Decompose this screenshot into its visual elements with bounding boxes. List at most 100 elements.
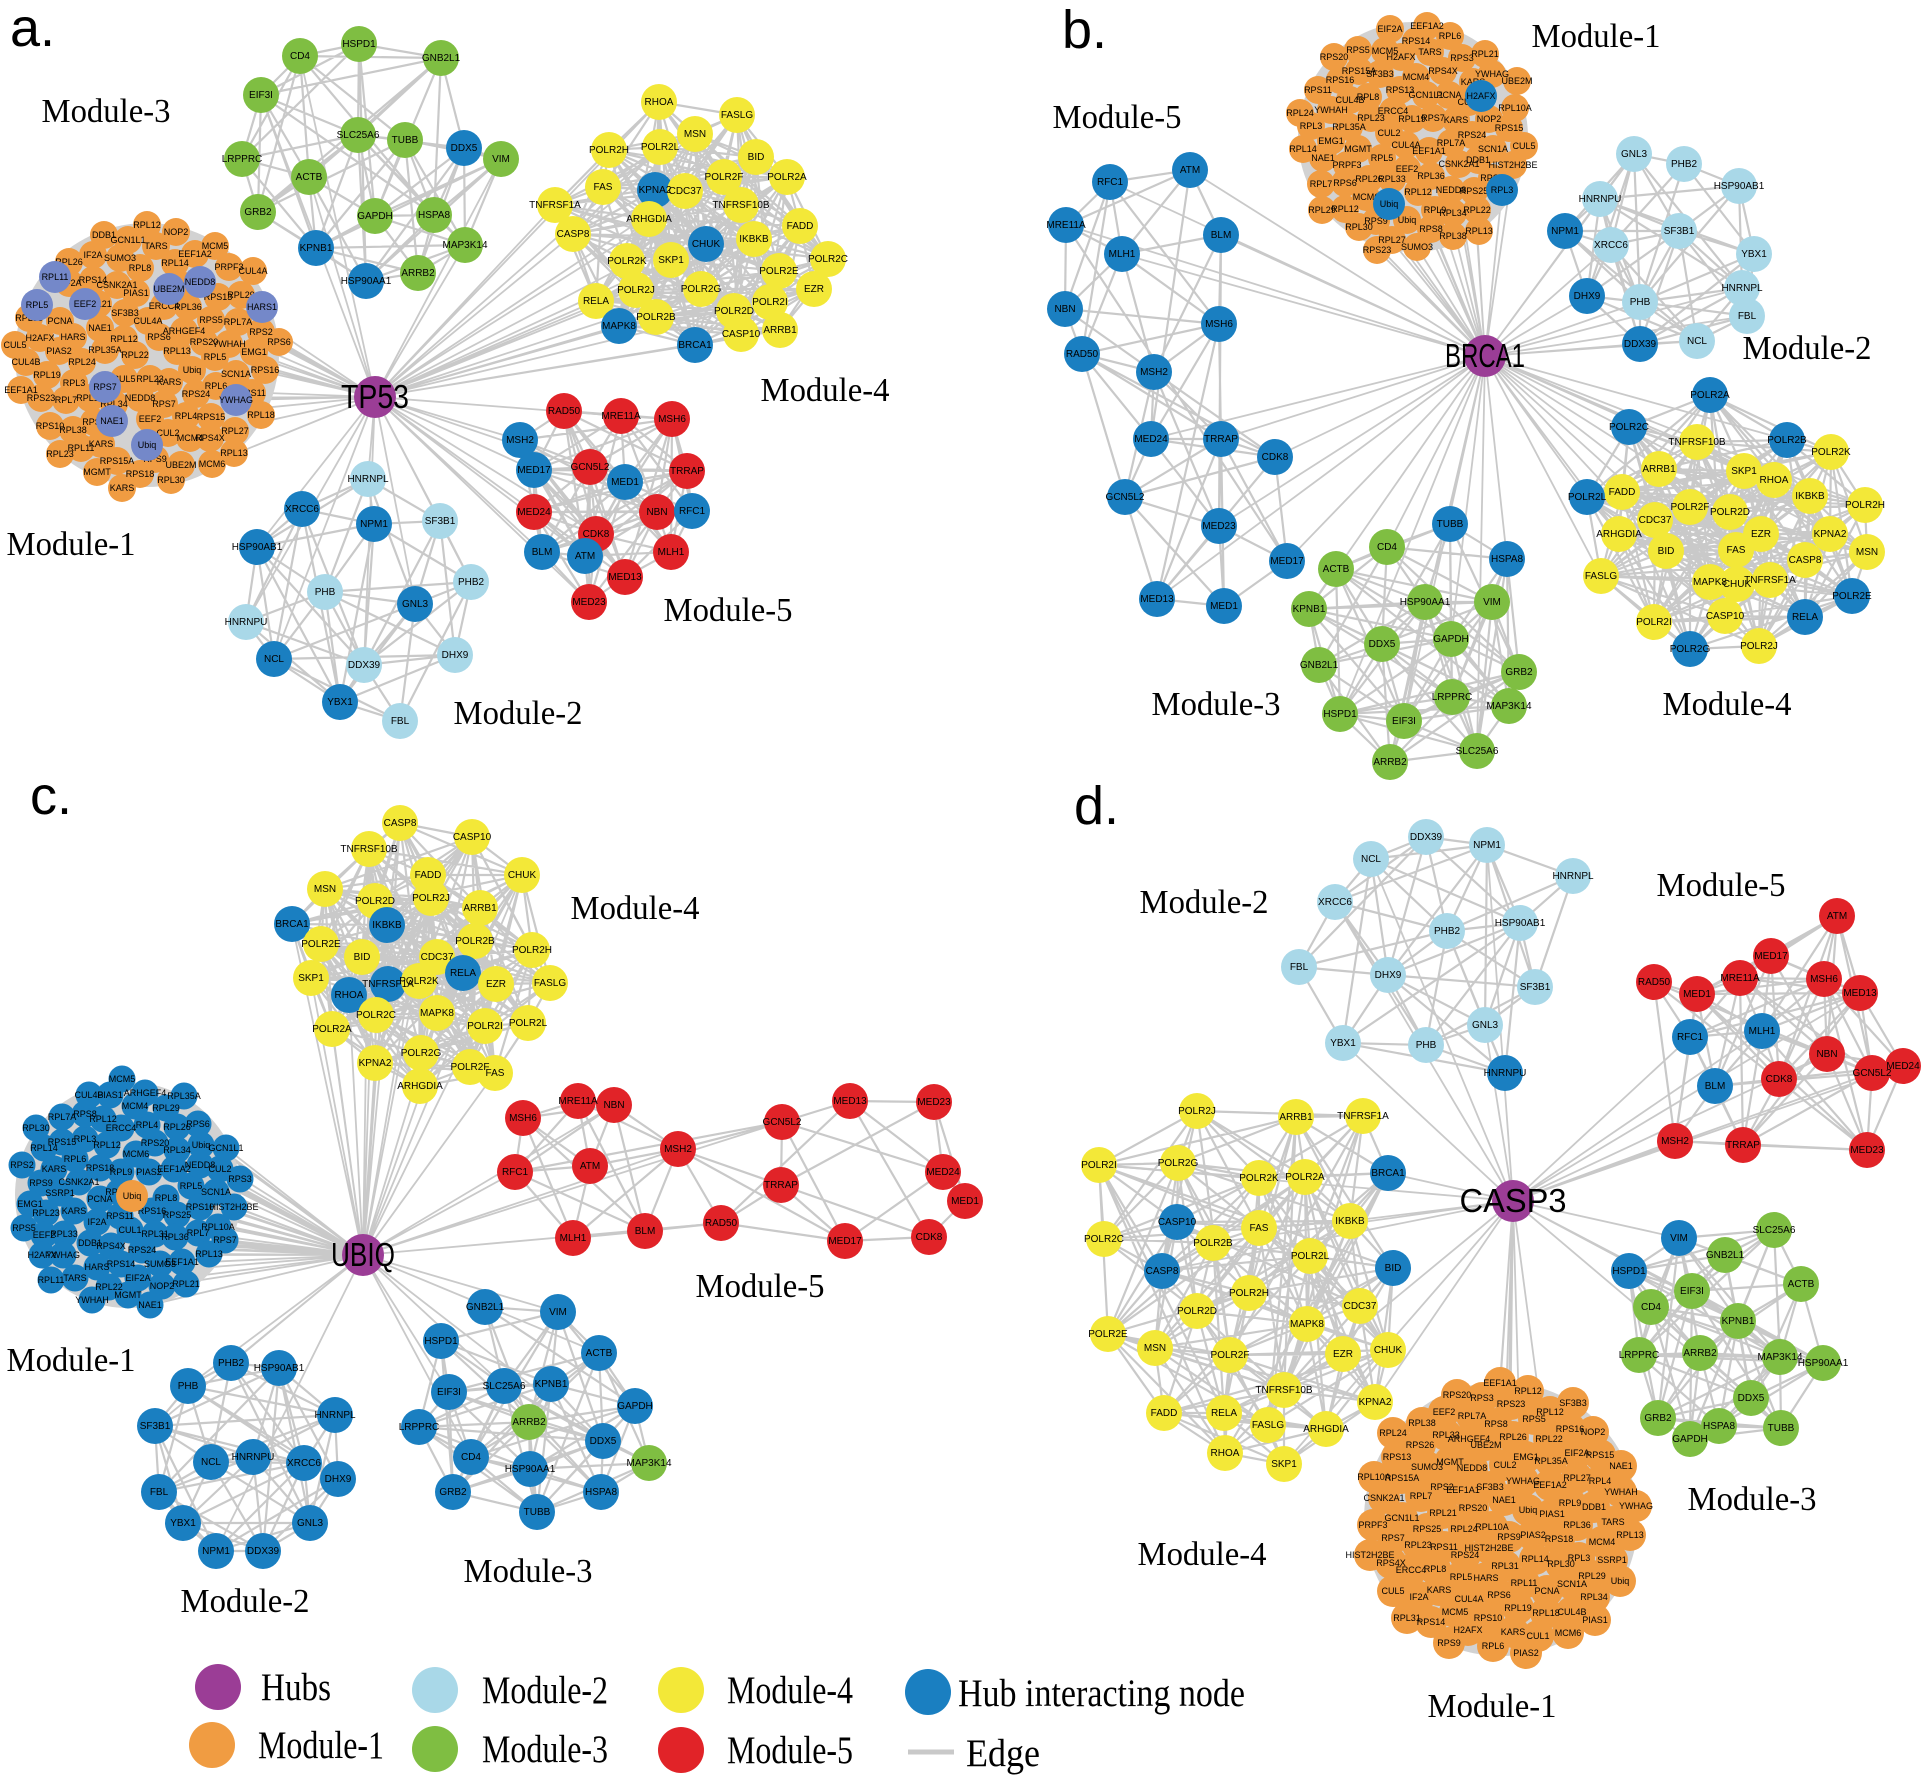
svg-text:MAP3K14: MAP3K14	[442, 240, 487, 251]
svg-text:TUBB: TUBB	[392, 135, 419, 146]
svg-text:PHB2: PHB2	[1434, 926, 1461, 937]
svg-text:RPS3: RPS3	[82, 417, 106, 427]
svg-text:NEDD8: NEDD8	[1436, 185, 1467, 195]
svg-text:ACTB: ACTB	[296, 172, 323, 183]
svg-text:HNRNPL: HNRNPL	[347, 474, 389, 485]
svg-text:IKBKB: IKBKB	[1795, 491, 1825, 502]
svg-text:RPS24: RPS24	[1458, 130, 1487, 140]
svg-text:EEF1A1: EEF1A1	[4, 385, 38, 395]
svg-text:HSP90AB1: HSP90AB1	[1495, 918, 1546, 929]
svg-text:RPL14: RPL14	[161, 258, 189, 268]
svg-text:KARS: KARS	[1461, 77, 1486, 87]
svg-text:BRCA1: BRCA1	[1445, 337, 1525, 374]
svg-text:PHB2: PHB2	[458, 577, 485, 588]
svg-text:Module-1: Module-1	[1428, 1688, 1557, 1725]
svg-text:POLR2H: POLR2H	[1229, 1288, 1269, 1299]
svg-text:TRRAP: TRRAP	[1204, 434, 1238, 445]
svg-text:MGMT: MGMT	[1344, 144, 1372, 154]
svg-text:POLR2C: POLR2C	[808, 254, 848, 265]
svg-text:RFC1: RFC1	[1097, 177, 1124, 188]
svg-text:EEF2: EEF2	[74, 299, 97, 309]
svg-text:RPL4: RPL4	[136, 1120, 159, 1130]
svg-text:Module-5: Module-5	[1657, 867, 1786, 904]
svg-text:RPL29: RPL29	[227, 290, 255, 300]
svg-text:CDC37: CDC37	[421, 952, 454, 963]
svg-text:RPL27: RPL27	[1378, 235, 1406, 245]
svg-text:DHX9: DHX9	[442, 650, 469, 661]
svg-text:RPL13: RPL13	[1616, 1530, 1644, 1540]
svg-text:RPS20: RPS20	[1320, 52, 1349, 62]
svg-text:RPS11: RPS11	[106, 1211, 134, 1221]
svg-text:RPL7A: RPL7A	[1437, 138, 1466, 148]
svg-text:RPL27: RPL27	[1563, 1473, 1591, 1483]
svg-text:POLR2J: POLR2J	[412, 893, 450, 904]
svg-text:NBN: NBN	[1816, 1049, 1837, 1060]
svg-text:GNL3: GNL3	[1472, 1020, 1499, 1031]
svg-text:GNB2L1: GNB2L1	[466, 1302, 505, 1313]
svg-text:LRPPRC: LRPPRC	[399, 1422, 440, 1433]
svg-text:POLR2K: POLR2K	[607, 256, 647, 267]
svg-text:RPL36: RPL36	[1563, 1520, 1591, 1530]
svg-text:SCN1A: SCN1A	[1557, 1579, 1587, 1589]
svg-text:MED17: MED17	[1270, 556, 1304, 567]
svg-text:VIM: VIM	[549, 1307, 567, 1318]
svg-text:PRPF3: PRPF3	[214, 262, 243, 272]
svg-text:RPL13: RPL13	[1465, 226, 1493, 236]
svg-text:KPNA2: KPNA2	[359, 1058, 392, 1069]
svg-text:RPL34: RPL34	[1580, 1592, 1608, 1602]
svg-text:RPS25: RPS25	[163, 1210, 192, 1220]
svg-text:MCM5: MCM5	[109, 1074, 136, 1084]
svg-text:HNRNPU: HNRNPU	[1484, 1068, 1527, 1079]
svg-text:RPS8: RPS8	[1419, 224, 1443, 234]
svg-text:YBX1: YBX1	[1741, 249, 1767, 260]
svg-text:RPL30: RPL30	[1547, 1559, 1575, 1569]
svg-text:Module-2: Module-2	[1140, 884, 1269, 921]
svg-text:NEDD8: NEDD8	[185, 1160, 216, 1170]
svg-text:ARHGDIA: ARHGDIA	[626, 214, 672, 225]
svg-text:PHB: PHB	[315, 587, 336, 598]
svg-text:RPL22: RPL22	[95, 1282, 123, 1292]
svg-text:POLR2D: POLR2D	[355, 896, 395, 907]
svg-text:CD4: CD4	[1377, 542, 1397, 553]
svg-text:GRB2: GRB2	[1644, 1413, 1672, 1424]
svg-text:POLR2B: POLR2B	[1767, 435, 1807, 446]
svg-text:NCL: NCL	[201, 1457, 221, 1468]
svg-text:RPL13: RPL13	[195, 1249, 223, 1259]
svg-text:RPL23: RPL23	[46, 449, 74, 459]
svg-text:SF3B1: SF3B1	[1664, 226, 1695, 237]
svg-text:FADD: FADD	[415, 870, 442, 881]
svg-text:FADD: FADD	[1151, 1408, 1178, 1419]
svg-text:RPL3: RPL3	[63, 378, 86, 388]
svg-text:RPL14: RPL14	[30, 1143, 58, 1153]
svg-text:POLR2K: POLR2K	[399, 976, 439, 987]
svg-text:XRCC6: XRCC6	[1594, 240, 1628, 251]
svg-text:LRPPRC: LRPPRC	[222, 154, 263, 165]
svg-text:RPL12: RPL12	[93, 1140, 121, 1150]
svg-text:SUMO3: SUMO3	[144, 1259, 176, 1269]
svg-text:RPL5: RPL5	[204, 352, 227, 362]
svg-text:POLR2K: POLR2K	[1811, 447, 1851, 458]
svg-text:RPL29: RPL29	[152, 1103, 180, 1113]
svg-text:RPL19: RPL19	[1398, 114, 1426, 124]
svg-text:RPL7: RPL7	[55, 395, 78, 405]
svg-text:SSRP1: SSRP1	[1597, 1555, 1627, 1565]
svg-text:CASP10: CASP10	[1158, 1217, 1197, 1228]
svg-text:GCN1L1: GCN1L1	[110, 235, 145, 245]
svg-text:EEF1A1: EEF1A1	[1446, 1485, 1480, 1495]
svg-text:GCN5L2: GCN5L2	[1853, 1068, 1892, 1079]
svg-text:FADD: FADD	[787, 221, 814, 232]
svg-text:Hub interacting node: Hub interacting node	[958, 1672, 1245, 1715]
svg-text:RPL10A: RPL10A	[1498, 103, 1532, 113]
svg-text:FASLG: FASLG	[1252, 1420, 1284, 1431]
svg-text:FBL: FBL	[1738, 311, 1757, 322]
svg-text:RPS15A: RPS15A	[100, 456, 135, 466]
svg-text:MED23: MED23	[1850, 1145, 1884, 1156]
svg-text:RPL8: RPL8	[155, 1193, 178, 1203]
svg-text:DDB1: DDB1	[92, 230, 116, 240]
svg-text:DDX39: DDX39	[348, 660, 381, 671]
svg-text:POLR2A: POLR2A	[767, 172, 807, 183]
svg-text:TARS: TARS	[1418, 47, 1441, 57]
svg-text:EEF1A2: EEF1A2	[157, 1164, 191, 1174]
svg-text:TRRAP: TRRAP	[1726, 1140, 1760, 1151]
svg-text:POLR2G: POLR2G	[681, 284, 722, 295]
